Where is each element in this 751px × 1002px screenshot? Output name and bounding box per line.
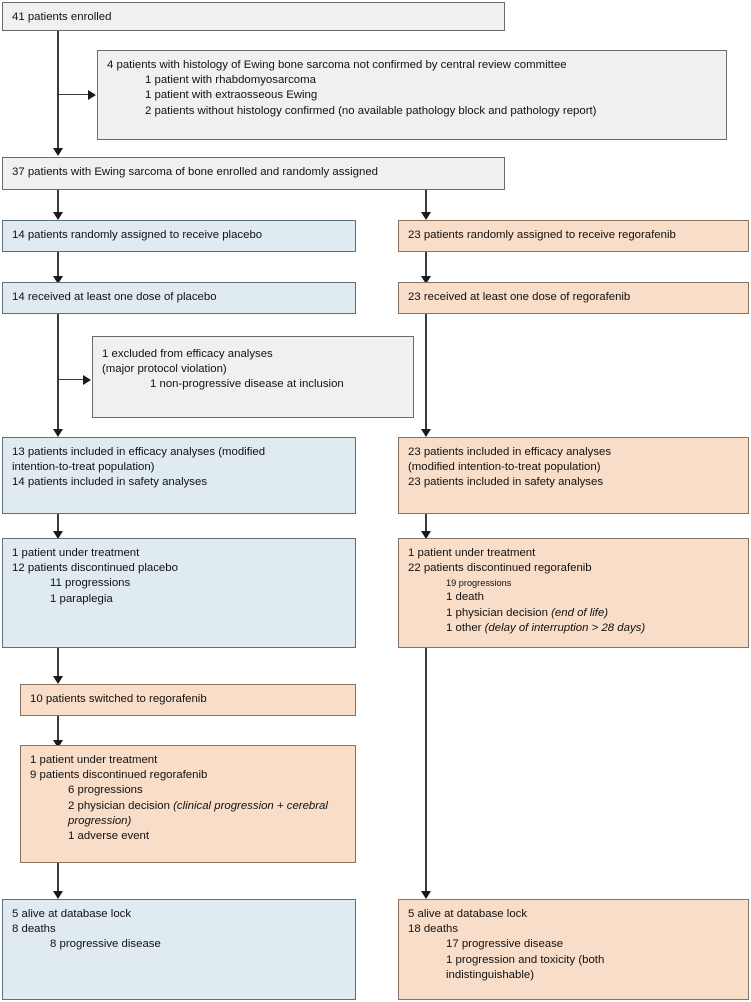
- randomised-line-1: 37 patients with Ewing sarcoma of bone e…: [12, 166, 378, 178]
- arrowhead-randomised-to-regorafenib: [420, 212, 431, 220]
- switched-line-1: 10 patients switched to regorafenib: [30, 693, 207, 705]
- node-randomised: 37 patients with Ewing sarcoma of bone e…: [2, 157, 505, 190]
- enrolled-line-1: 41 patients enrolled: [12, 11, 112, 23]
- switched-discontinued-sub-1: 6 progressions: [68, 784, 143, 797]
- regorafenib-analysed-line-2: (modified intention-to-treat population): [408, 461, 601, 474]
- arrowhead-discontinued-to-switched: [52, 676, 63, 684]
- connector-regorafenib-assigned-to-dosed: [425, 252, 427, 278]
- node-regorafenib-analysed: 23 patients included in efficacy analyse…: [398, 437, 749, 514]
- excluded-efficacy-line-3: 1 non-progressive disease at inclusion: [150, 378, 344, 391]
- connector-switched-to-outcome: [57, 863, 59, 896]
- placebo-outcome-line-1: 5 alive at database lock: [12, 908, 132, 920]
- regorafenib-discontinued-sub-4-main: 1 other: [446, 621, 485, 634]
- regorafenib-analysed-line-3: 23 patients included in safety analyses: [408, 476, 604, 489]
- placebo-dosed-line-1: 14 received at least one dose of placebo: [12, 291, 217, 303]
- placebo-discontinued-sub-2: 1 paraplegia: [50, 592, 113, 605]
- arrowhead-placebo-analysed-to-discontinued: [52, 531, 63, 539]
- node-switched: 10 patients switched to regorafenib: [20, 684, 356, 716]
- placebo-discontinued-line-2: 12 patients discontinued placebo: [12, 562, 178, 575]
- regorafenib-discontinued-sub-3-note: (end of life): [551, 606, 609, 619]
- arrowhead-regorafenib-discontinued-to-outcome: [420, 891, 431, 899]
- regorafenib-discontinued-sub-3-main: 1 physician decision: [446, 606, 552, 619]
- switched-discontinued-sub-2-note: (clinical progression + cerebral progres…: [68, 799, 332, 827]
- excluded-histology-line-4: 2 patients without histology confirmed (…: [145, 104, 597, 117]
- placebo-outcome-line-2: 8 deaths: [12, 923, 56, 936]
- connector-regorafenib-discontinued-to-outcome: [425, 648, 427, 896]
- arrowhead-regorafenib-dosed-to-analysed: [420, 429, 431, 437]
- node-switched-discontinued: 1 patient under treatment 9 patients dis…: [20, 745, 356, 863]
- node-placebo-assigned: 14 patients randomly assigned to receive…: [2, 220, 356, 252]
- regorafenib-outcome-line-1: 5 alive at database lock: [408, 908, 528, 920]
- switched-discontinued-line-2: 9 patients discontinued regorafenib: [30, 769, 208, 782]
- excluded-efficacy-line-2: (major protocol violation): [102, 363, 227, 376]
- node-placebo-analysed: 13 patients included in efficacy analyse…: [2, 437, 356, 514]
- node-enrolled: 41 patients enrolled: [2, 2, 505, 31]
- node-regorafenib-assigned: 23 patients randomly assigned to receive…: [398, 220, 749, 252]
- arrowhead-enrolled-to-randomised: [52, 148, 63, 156]
- regorafenib-outcome-sub-1: 17 progressive disease: [446, 938, 564, 951]
- arrowhead-to-excluded-efficacy: [83, 374, 91, 385]
- regorafenib-discontinued-sub-1: 19 progressions: [446, 578, 512, 589]
- regorafenib-analysed-line-1: 23 patients included in efficacy analyse…: [408, 446, 612, 458]
- connector-regorafenib-dosed-to-analysed: [425, 314, 427, 433]
- node-placebo-dosed: 14 received at least one dose of placebo: [2, 282, 356, 314]
- connector-placebo-analysed-to-discontinued: [57, 514, 59, 538]
- excluded-histology-line-1: 4 patients with histology of Ewing bone …: [107, 59, 567, 71]
- node-excluded-histology: 4 patients with histology of Ewing bone …: [97, 50, 727, 140]
- node-placebo-discontinued: 1 patient under treatment 12 patients di…: [2, 538, 356, 648]
- connector-discontinued-to-switched: [57, 648, 59, 681]
- regorafenib-dosed-line-1: 23 received at least one dose of regoraf…: [408, 291, 631, 303]
- switched-discontinued-sub-2: 2 physician decision (clinical progressi…: [30, 799, 346, 829]
- node-excluded-efficacy: 1 excluded from efficacy analyses (major…: [92, 336, 414, 418]
- regorafenib-discontinued-sub-2: 1 death: [446, 591, 485, 604]
- arrowhead-regorafenib-analysed-to-discontinued: [420, 531, 431, 539]
- connector-to-excluded-efficacy: [58, 379, 84, 381]
- connector-placebo-dosed-to-analysed: [57, 314, 59, 433]
- regorafenib-outcome-sub-2: 1 progression and toxicity (both indisti…: [446, 953, 608, 981]
- connector-placebo-assigned-to-dosed: [57, 252, 59, 278]
- regorafenib-outcome-line-2: 18 deaths: [408, 923, 459, 936]
- connector-enrolled-to-randomised: [57, 31, 59, 153]
- arrowhead-placebo-dosed-to-analysed: [52, 429, 63, 437]
- connector-randomised-to-regorafenib: [425, 190, 427, 214]
- placebo-outcome-sub-1: 8 progressive disease: [50, 938, 161, 951]
- node-regorafenib-discontinued: 1 patient under treatment 22 patients di…: [398, 538, 749, 648]
- placebo-analysed-line-1: 13 patients included in efficacy analyse…: [12, 446, 266, 458]
- arrowhead-to-excluded-histology: [88, 89, 96, 100]
- regorafenib-discontinued-line-1: 1 patient under treatment: [408, 547, 536, 559]
- placebo-analysed-line-3: 14 patients included in safety analyses: [12, 476, 208, 489]
- arrowhead-switched-to-outcome: [52, 891, 63, 899]
- regorafenib-discontinued-line-2: 22 patients discontinued regorafenib: [408, 562, 592, 575]
- node-regorafenib-outcome: 5 alive at database lock 18 deaths 17 pr…: [398, 899, 749, 1000]
- excluded-histology-line-3: 1 patient with extraosseous Ewing: [145, 89, 318, 102]
- switched-discontinued-line-1: 1 patient under treatment: [30, 754, 158, 766]
- placebo-analysed-line-2: intention-to-treat population): [12, 461, 155, 474]
- arrowhead-switched-to-discontinued: [52, 740, 63, 748]
- excluded-efficacy-line-1: 1 excluded from efficacy analyses: [102, 348, 273, 360]
- switched-discontinued-sub-3: 1 adverse event: [68, 830, 150, 843]
- arrowhead-placebo-assigned-to-dosed: [52, 276, 63, 284]
- node-placebo-outcome: 5 alive at database lock 8 deaths 8 prog…: [2, 899, 356, 1000]
- switched-discontinued-sub-2-main: 2 physician decision: [68, 799, 174, 812]
- arrowhead-regorafenib-assigned-to-dosed: [420, 276, 431, 284]
- connector-randomised-to-placebo: [57, 190, 59, 214]
- regorafenib-assigned-line-1: 23 patients randomly assigned to receive…: [408, 229, 676, 241]
- arrowhead-randomised-to-placebo: [52, 212, 63, 220]
- placebo-discontinued-line-1: 1 patient under treatment: [12, 547, 140, 559]
- placebo-assigned-line-1: 14 patients randomly assigned to receive…: [12, 229, 263, 241]
- placebo-discontinued-sub-1: 11 progressions: [50, 577, 131, 590]
- regorafenib-discontinued-sub-4: 1 other (delay of interruption > 28 days…: [408, 621, 739, 636]
- node-regorafenib-dosed: 23 received at least one dose of regoraf…: [398, 282, 749, 314]
- excluded-histology-line-2: 1 patient with rhabdomyosarcoma: [145, 74, 316, 87]
- regorafenib-discontinued-sub-3: 1 physician decision (end of life): [408, 606, 739, 621]
- regorafenib-discontinued-sub-4-note: (delay of interruption > 28 days): [484, 621, 646, 634]
- connector-switched-to-discontinued: [57, 716, 59, 745]
- connector-to-excluded-histology: [58, 94, 89, 96]
- connector-regorafenib-analysed-to-discontinued: [425, 514, 427, 538]
